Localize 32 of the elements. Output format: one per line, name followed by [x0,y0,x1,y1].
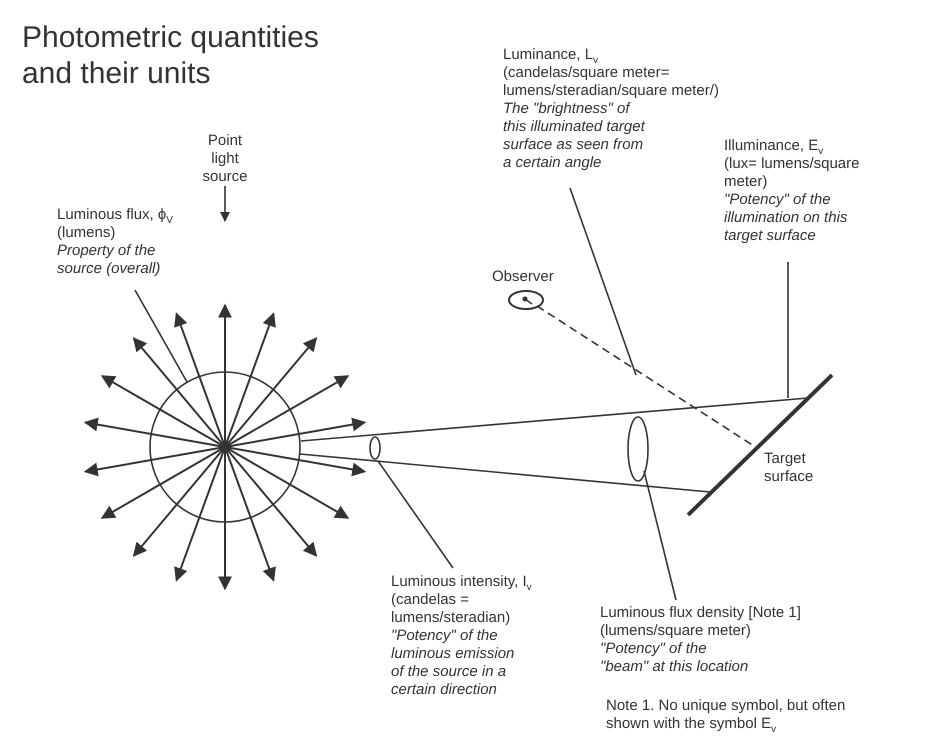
description-text: "Potency" of the "beam" at this location [600,640,750,676]
quantity-name: Luminous flux density [Note 1] [600,604,801,622]
observer-eye-icon [508,290,544,310]
sphere-outline [149,371,301,523]
quantity-name: Illuminance, E$_{v}$ [724,137,824,155]
arrow [220,186,230,222]
quantity-name: Luminous intensity, I$_{v}$ [391,573,532,591]
description-text: The "brightness" of this illuminated target surface as seen from a certain angle [503,100,646,172]
beam-cross-section-ellipse [369,436,381,460]
quantity-name: Luminance, L$_{v}$ [503,46,598,64]
unit-text: (lux= lumens/square meter) [724,155,860,191]
footnote-text: Note 1. No unique symbol, but often shown with the symbol E$_{v}$ [606,697,846,733]
leader-line [569,188,637,376]
leader-line [643,470,677,600]
leader-line [377,460,454,568]
leader-line [787,262,789,398]
unit-text: (candelas = lumens/steradian) [391,591,512,627]
unit-text: (lumens/square meter) [600,622,751,640]
diagram-title: Photometric quantities and their units [22,20,320,92]
node-caption: Observer [492,268,555,286]
beam-line [300,397,808,442]
beam-cross-section-ellipse [627,416,649,482]
description-text: Property of the source (overall) [57,242,162,278]
unit-text: (lumens) [57,224,116,242]
description-text: "Potency" of the luminous emission of the source in a certain direction [391,627,516,699]
quantity-name: Luminous flux, ϕ$_{V}$ [57,206,173,224]
beam-line [300,453,710,493]
node-label: Point light source [201,132,249,186]
leader-line [134,290,188,382]
unit-text: (candelas/square meter= lumens/steradian/square meter/) [503,64,720,100]
description-text: "Potency" of the illumination on this target surface [724,191,848,245]
node-label: Target surface [764,450,814,486]
